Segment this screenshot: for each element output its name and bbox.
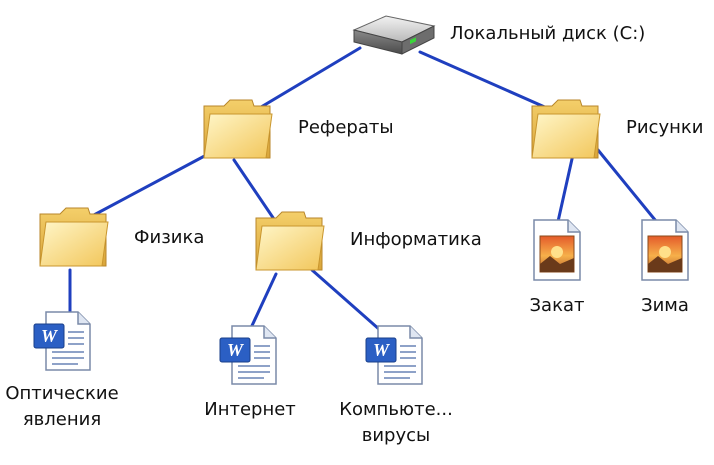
- referaty-label: Рефераты: [298, 117, 394, 138]
- svg-text:W: W: [373, 340, 391, 360]
- image-file-icon[interactable]: [638, 218, 692, 282]
- word-document-icon[interactable]: W: [32, 310, 94, 372]
- hard-drive-icon[interactable]: [346, 12, 438, 58]
- opticheskie-label-line2: явления: [22, 409, 102, 430]
- internet-label: Интернет: [204, 399, 296, 420]
- edge-root-referaty: [244, 46, 362, 118]
- fizika-label: Физика: [134, 227, 205, 248]
- svg-text:W: W: [41, 326, 59, 346]
- edge-risunki-zakat: [555, 148, 576, 228]
- edge-risunki-zima: [596, 148, 662, 228]
- kompyuter-label-line1: Компьюте...: [339, 399, 453, 420]
- svg-text:W: W: [227, 340, 245, 360]
- word-document-icon[interactable]: W: [364, 324, 426, 386]
- folder-icon[interactable]: [528, 92, 602, 162]
- informatika-label: Информатика: [350, 229, 482, 250]
- edge-referaty-fizika: [90, 150, 214, 218]
- image-file-icon[interactable]: [530, 218, 584, 282]
- folder-icon[interactable]: [200, 92, 274, 162]
- opticheskie-label-line1: Оптические: [5, 383, 119, 404]
- root-label: Локальный диск (C:): [450, 23, 646, 44]
- edge-informatika-kompyuter: [310, 268, 382, 332]
- zakat-label: Закат: [529, 295, 585, 316]
- edge-referaty-informatika: [232, 158, 282, 230]
- zima-label: Зима: [641, 295, 689, 316]
- kompyuter-label-line2: вирусы: [361, 425, 431, 446]
- folder-icon[interactable]: [36, 200, 110, 270]
- word-document-icon[interactable]: W: [218, 324, 280, 386]
- folder-icon[interactable]: [252, 204, 326, 274]
- risunki-label: Рисунки: [626, 117, 704, 138]
- edge-informatika-internet: [248, 272, 278, 332]
- edge-root-risunki: [418, 50, 558, 114]
